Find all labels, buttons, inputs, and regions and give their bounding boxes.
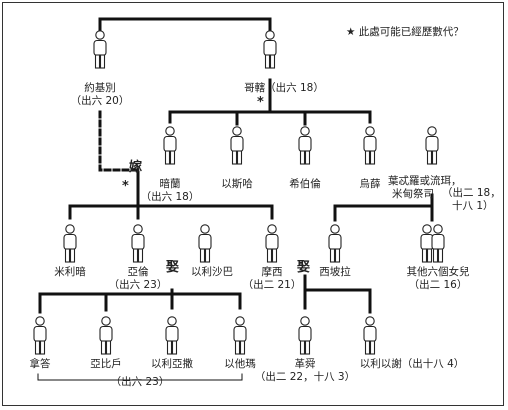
figure-nadab — [33, 316, 47, 355]
figure-ithamar — [233, 316, 247, 355]
note-text: ★ 此處可能已經歷數代？ — [346, 26, 464, 38]
label-elisheba: 以利沙巴 — [191, 266, 233, 278]
label-kohath: 哥轄（出六 18） — [244, 82, 324, 94]
label-miriam: 米利暗 — [54, 266, 86, 278]
label-eleazar: 以利亞撒 — [151, 358, 193, 370]
label-abihu: 亞比戶 — [90, 358, 122, 370]
label-moses: 摩西（出二 21） — [242, 266, 302, 291]
figure-jethro — [425, 126, 439, 165]
marry-mark-aaron: 娶 — [166, 260, 180, 275]
label-izhar: 以斯哈 — [221, 178, 253, 190]
figure-aaron — [131, 224, 145, 263]
label-uzziel: 烏薛 — [359, 178, 381, 190]
label-zipporah: 西坡拉 — [319, 266, 351, 278]
label-amram: 暗蘭（出六 18） — [140, 178, 200, 203]
figure-kohath — [263, 30, 277, 69]
figure-daughter-a — [420, 224, 434, 263]
figure-zipporah — [328, 224, 342, 263]
figure-jochebed — [93, 30, 107, 69]
label-jethro: 葉忒羅或流珥， 米甸祭司 — [388, 175, 462, 200]
label-daughters: 其他六個女兒（出二 16） — [406, 266, 470, 291]
diagram-border — [2, 2, 504, 406]
figure-amram — [163, 126, 177, 165]
figure-uzziel — [363, 126, 377, 165]
label-gershom: 革舜（出二 22，十八 3） — [254, 358, 356, 383]
figure-miriam — [63, 224, 77, 263]
marry-mark-moses: 娶 — [297, 260, 311, 275]
figure-izhar — [230, 126, 244, 165]
label-jochebed: 約基別（出六 20） — [70, 82, 130, 107]
figure-elisheba — [198, 224, 212, 263]
married-mark: 嫁 — [129, 160, 143, 175]
figure-gershom — [298, 316, 312, 355]
star-mark-amram: * — [122, 179, 129, 194]
label-nadab: 拿答 — [29, 358, 51, 370]
label-aaron: 亞倫（出六 23） — [108, 266, 168, 291]
figure-eliezer — [363, 316, 377, 355]
figure-moses — [265, 224, 279, 263]
star-mark-kohath: * — [257, 95, 264, 110]
figure-eleazar — [165, 316, 179, 355]
label-jethro-ref: （出二 18， 十八 1） — [442, 187, 501, 212]
label-hebron: 希伯倫 — [289, 178, 321, 190]
label-ithamar: 以他瑪 — [224, 358, 256, 370]
figure-hebron — [298, 126, 312, 165]
label-eliezer: 以利以謝（出十八 4） — [359, 358, 465, 370]
figure-abihu — [99, 316, 113, 355]
figure-daughter-b — [431, 224, 445, 263]
label-sons-ref: （出六 23） — [110, 376, 170, 388]
